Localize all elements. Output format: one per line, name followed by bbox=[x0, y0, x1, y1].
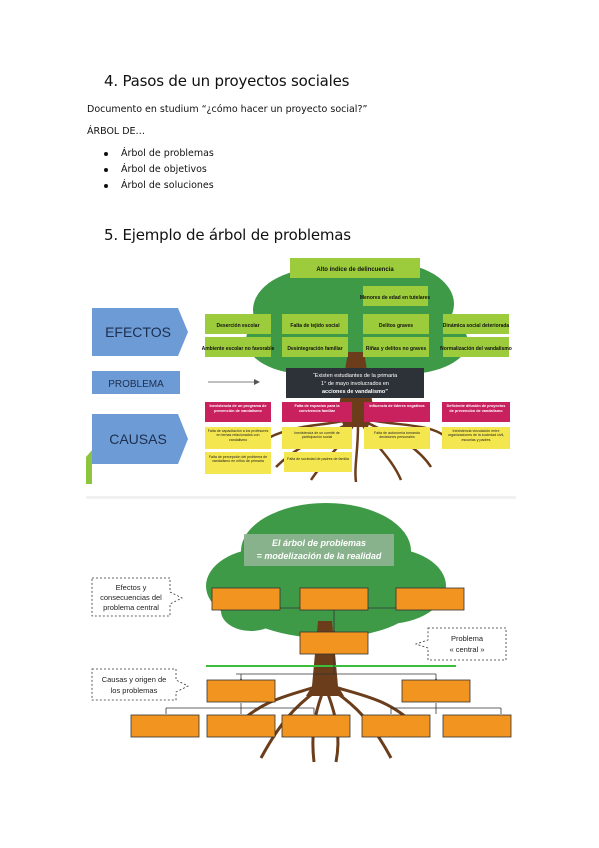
central-callout bbox=[414, 627, 507, 661]
svg-text:Normalización del vandalismo: Normalización del vandalismo bbox=[440, 346, 512, 352]
studium-document-line: Documento en studium “¿cómo hacer un pro… bbox=[87, 104, 368, 115]
problema-label: PROBLEMA bbox=[108, 379, 164, 390]
efectos-arrow bbox=[92, 308, 188, 356]
svg-text:acciones de vandalismo”: acciones de vandalismo” bbox=[322, 389, 388, 395]
tree-canopy bbox=[206, 503, 446, 638]
svg-text:Falta de tejido social: Falta de tejido social bbox=[290, 323, 340, 329]
effects-row-1: Deserción escolar Falta de tejido social… bbox=[205, 314, 509, 334]
problem-tree-example-diagram: EFECTOS PROBLEMA CAUSAS Alto índice de d… bbox=[86, 258, 512, 484]
central-problem-box bbox=[286, 368, 424, 398]
svg-text:Dinámica social deteriorada: Dinámica social deteriorada bbox=[443, 323, 510, 329]
svg-text:« central »: « central » bbox=[449, 645, 484, 654]
svg-text:Alto índice de delincuencia: Alto índice de delincuencia bbox=[316, 267, 394, 273]
arbol-de-label: ÁRBOL DE… bbox=[87, 126, 146, 137]
section-5-title: 5. Ejemplo de árbol de problemas bbox=[104, 226, 351, 244]
svg-text:Problema: Problema bbox=[451, 634, 484, 643]
model-banner bbox=[244, 534, 394, 566]
causes-yellow-row-2: Falta de percepción del problema de vand… bbox=[205, 452, 352, 474]
efectos-label: EFECTOS bbox=[105, 324, 171, 340]
section-4-title: 4. Pasos de un proyectos sociales bbox=[104, 72, 350, 90]
svg-text:1° de mayo involucrados en: 1° de mayo involucrados en bbox=[321, 381, 389, 387]
effects-callout bbox=[91, 577, 183, 617]
svg-text:Menores de edad en tutelares: Menores de edad en tutelares bbox=[360, 295, 431, 301]
svg-text:Delitos graves: Delitos graves bbox=[379, 323, 413, 329]
causas-arrow bbox=[92, 414, 188, 464]
svg-text:problema central: problema central bbox=[103, 603, 159, 612]
banner-line-2: = modelización de la realidad bbox=[257, 551, 382, 561]
tree-trunk bbox=[306, 621, 344, 696]
problema-box bbox=[92, 371, 180, 394]
effects-row-2: Ambiente escolar no favorable Desintegra… bbox=[202, 337, 512, 357]
causes-yellow-row-1: Falta de capacitación a los profesores e… bbox=[205, 427, 510, 449]
menores-box bbox=[363, 286, 428, 306]
orange-boxes bbox=[130, 587, 512, 738]
list-item: Árbol de objetivos bbox=[104, 162, 214, 178]
top-effect-box bbox=[290, 258, 420, 278]
svg-text:Riñas y delitos no graves: Riñas y delitos no graves bbox=[366, 346, 427, 352]
svg-text:consecuencias del: consecuencias del bbox=[100, 593, 162, 602]
causes-pink-row: Inexistencia de un programa de prevenció… bbox=[205, 402, 510, 422]
tree-types-list: Árbol de problemas Árbol de objetivos Ár… bbox=[104, 146, 214, 194]
list-item: Árbol de soluciones bbox=[104, 178, 214, 194]
svg-text:“Existen estudiantes de la pri: “Existen estudiantes de la primaria bbox=[313, 373, 398, 379]
svg-text:Deserción escolar: Deserción escolar bbox=[216, 323, 259, 329]
svg-text:Desintegración familiar: Desintegración familiar bbox=[287, 346, 342, 352]
causes-callout bbox=[91, 668, 189, 701]
svg-text:Efectos y: Efectos y bbox=[116, 583, 147, 592]
causas-label: CAUSAS bbox=[109, 431, 167, 447]
svg-text:Causas y origen de: Causas y origen de bbox=[102, 675, 167, 684]
list-item: Árbol de problemas bbox=[104, 146, 214, 162]
problem-tree-model-diagram: El árbol de problemas = modelización de … bbox=[86, 496, 516, 763]
svg-text:Ambiente escolar no favorable: Ambiente escolar no favorable bbox=[202, 346, 275, 352]
svg-text:los problemas: los problemas bbox=[111, 686, 158, 695]
banner-line-1: El árbol de problemas bbox=[272, 538, 366, 548]
